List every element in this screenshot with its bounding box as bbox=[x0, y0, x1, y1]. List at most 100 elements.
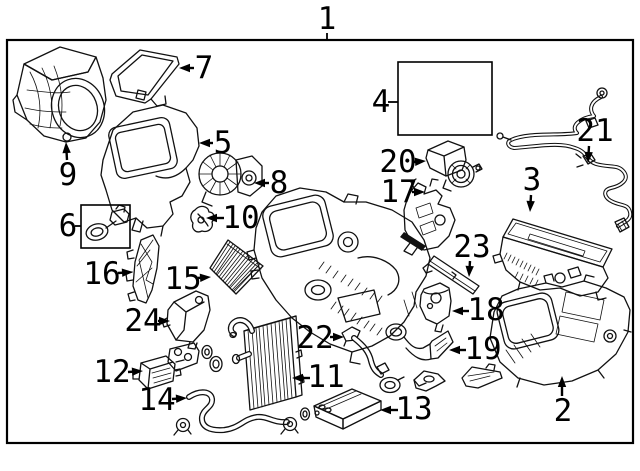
part-18-actuator-drawing bbox=[419, 282, 452, 333]
small-bracket-b-drawing bbox=[461, 363, 503, 389]
part-number-label-5: 5 bbox=[214, 125, 233, 161]
callout-5: 5 bbox=[199, 125, 232, 161]
part-number-label-18: 18 bbox=[467, 292, 504, 328]
leader-arrowhead-8 bbox=[254, 178, 265, 188]
part-6-actuator-drawing bbox=[85, 204, 130, 241]
part-15-cabin-filter-drawing bbox=[209, 239, 264, 295]
leader-arrowhead-12 bbox=[131, 367, 143, 376]
callout-11: 11 bbox=[292, 359, 345, 395]
o-rings-drawing bbox=[201, 344, 223, 373]
part-3-upper-duct-drawing bbox=[492, 218, 613, 301]
leader-arrowhead-11 bbox=[292, 373, 303, 383]
leader-arrowhead-2 bbox=[557, 376, 567, 387]
part-number-label-15: 15 bbox=[164, 261, 201, 297]
small-bracket-a-drawing bbox=[413, 370, 446, 392]
part-number-label-21: 21 bbox=[576, 113, 613, 149]
part-16-bracket-drawing bbox=[125, 234, 160, 304]
leader-arrowhead-7 bbox=[179, 63, 190, 73]
part-number-label-12: 12 bbox=[93, 354, 130, 390]
part-22-pipe-drawing bbox=[341, 326, 405, 394]
part-5-upper-case-drawing bbox=[100, 104, 200, 237]
callout-3: 3 bbox=[523, 162, 542, 212]
callout-17: 17 bbox=[380, 174, 425, 210]
part-number-label-3: 3 bbox=[523, 162, 542, 198]
part-number-label-8: 8 bbox=[270, 165, 289, 201]
gasket-plate-drawing bbox=[167, 342, 200, 372]
part-number-label-19: 19 bbox=[464, 331, 501, 367]
leader-arrowhead-9 bbox=[62, 142, 71, 154]
leader-arrowhead-10 bbox=[206, 213, 217, 223]
callout-19: 19 bbox=[449, 331, 502, 367]
leader-arrowhead-19 bbox=[449, 345, 460, 355]
part-number-label-16: 16 bbox=[83, 256, 120, 292]
part-number-label-23: 23 bbox=[453, 229, 490, 265]
part-9-intake-housing-drawing bbox=[12, 46, 107, 143]
part-21-harness-drawing bbox=[496, 87, 633, 233]
callout-9: 9 bbox=[59, 142, 78, 193]
part-14-hose-drawing bbox=[173, 389, 311, 436]
callout-21: 21 bbox=[576, 113, 614, 163]
part-8-blower-motor-drawing bbox=[198, 152, 263, 207]
leader-arrowhead-20 bbox=[414, 157, 426, 166]
callout-10: 10 bbox=[206, 200, 260, 236]
callout-23: 23 bbox=[453, 229, 491, 277]
callout-7: 7 bbox=[179, 50, 213, 86]
part-number-label-13: 13 bbox=[395, 391, 432, 427]
callout-13: 13 bbox=[380, 391, 433, 427]
part-7-cover-drawing bbox=[109, 49, 180, 107]
callout-8: 8 bbox=[254, 165, 288, 201]
part-19-bracket-drawing bbox=[385, 323, 454, 361]
leader-arrowhead-24 bbox=[159, 316, 170, 326]
callout-16: 16 bbox=[83, 256, 133, 292]
leader-arrowhead-14 bbox=[175, 394, 187, 403]
part-number-label-20: 20 bbox=[379, 144, 416, 180]
part-number-label-2: 2 bbox=[554, 393, 573, 429]
part-number-label-1: 1 bbox=[318, 1, 337, 37]
part-number-label-24: 24 bbox=[124, 303, 161, 339]
leader-arrowhead-13 bbox=[380, 405, 391, 415]
part-11-evaporator-drawing bbox=[227, 315, 305, 411]
leader-arrowhead-22 bbox=[333, 332, 344, 342]
part-number-label-4: 4 bbox=[372, 84, 391, 120]
leader-arrowhead-18 bbox=[452, 306, 463, 316]
callout-24: 24 bbox=[124, 303, 170, 339]
callout-14: 14 bbox=[138, 382, 187, 418]
detail-box-4 bbox=[397, 61, 493, 136]
part-number-label-9: 9 bbox=[59, 157, 78, 193]
callout-20: 20 bbox=[379, 144, 426, 180]
part-23-bar-drawing bbox=[422, 255, 480, 295]
part-17-case-drawing bbox=[400, 178, 456, 256]
leader-arrowhead-16 bbox=[121, 268, 133, 277]
part-20-actuator-drawing bbox=[425, 140, 483, 192]
main-housing-drawing bbox=[246, 187, 431, 365]
callout-2: 2 bbox=[554, 376, 573, 429]
part-13-heater-core-drawing bbox=[313, 388, 382, 430]
part-number-label-11: 11 bbox=[307, 359, 344, 395]
leader-arrowhead-15 bbox=[199, 273, 211, 283]
part-10-actuator-drawing bbox=[190, 205, 215, 233]
part-number-label-10: 10 bbox=[222, 200, 259, 236]
leader-arrowhead-21 bbox=[584, 151, 593, 163]
part-24-duct-drawing bbox=[161, 290, 211, 350]
leader-arrowhead-5 bbox=[199, 138, 210, 148]
callout-6: 6 bbox=[59, 208, 81, 244]
part-number-label-7: 7 bbox=[195, 50, 214, 86]
callout-4: 4 bbox=[372, 84, 398, 120]
callout-15: 15 bbox=[164, 261, 211, 297]
callout-18: 18 bbox=[452, 292, 505, 328]
part-number-label-17: 17 bbox=[380, 174, 417, 210]
part-number-label-14: 14 bbox=[138, 382, 175, 418]
part-2-case-drawing bbox=[489, 273, 632, 388]
callout-22: 22 bbox=[296, 320, 344, 356]
leader-arrowhead-23 bbox=[465, 265, 474, 277]
callout-12: 12 bbox=[93, 354, 143, 390]
part-number-label-22: 22 bbox=[296, 320, 333, 356]
frame-layer bbox=[5, 38, 635, 445]
leader-arrowhead-3 bbox=[526, 200, 535, 212]
leader-arrowhead-17 bbox=[414, 187, 425, 197]
callout-1: 1 bbox=[318, 1, 337, 41]
diagram-border bbox=[5, 38, 635, 445]
